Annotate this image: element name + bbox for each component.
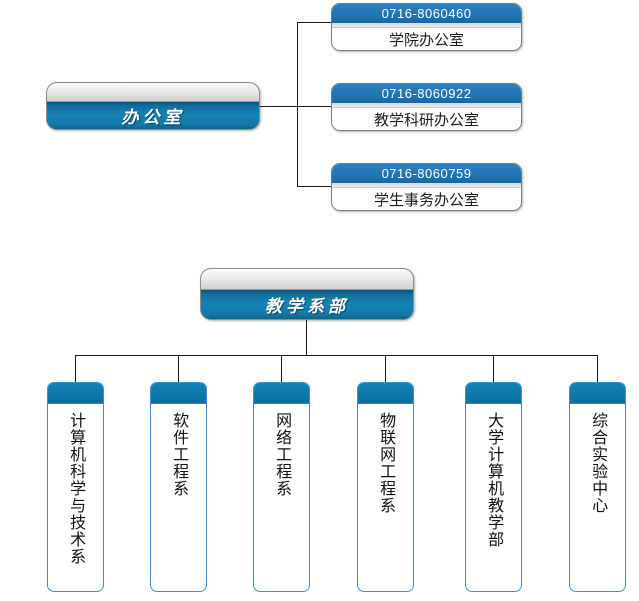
node-office-child-2[interactable]: 0716-8060922 教学科研办公室 [331, 83, 522, 131]
connector-dept-drop-2 [178, 355, 179, 383]
dept-cap-4 [358, 383, 413, 404]
node-office-child-1[interactable]: 0716-8060460 学院办公室 [331, 3, 522, 51]
connector-office-branch-2 [297, 106, 331, 107]
dept-text-wrap-4: 物联网工程系 [358, 403, 413, 591]
node-dept-3[interactable]: 网络工程系 [253, 382, 310, 592]
dept-text-wrap-2: 软件工程系 [151, 403, 206, 591]
node-office-parent[interactable]: 办公室 [46, 82, 260, 130]
node-office-parent-label: 办公室 [121, 107, 185, 127]
dept-text-wrap-3: 网络工程系 [254, 403, 309, 591]
connector-dept-drop-3 [281, 355, 282, 383]
office-name-2: 教学科研办公室 [332, 108, 521, 130]
node-dept-5[interactable]: 大学计算机教学部 [465, 382, 522, 592]
dept-cap-1 [48, 383, 103, 404]
pill-body-2: 教学系部 [201, 290, 413, 319]
node-dept-2[interactable]: 软件工程系 [150, 382, 207, 592]
office-divider-3 [332, 183, 521, 188]
dept-text-wrap-1: 计算机科学与技术系 [48, 403, 103, 591]
node-dept-2-label: 软件工程系 [170, 412, 188, 497]
connector-dept-drop-4 [385, 355, 386, 383]
connector-dept-drop-5 [493, 355, 494, 383]
office-phone-1: 0716-8060460 [332, 4, 521, 23]
connector-office-parent-stub [260, 106, 298, 107]
office-phone-3: 0716-8060759 [332, 164, 521, 183]
office-phone-2: 0716-8060922 [332, 84, 521, 103]
connector-dept-drop-6 [597, 355, 598, 383]
pill-top-highlight [47, 83, 259, 103]
connector-office-spine [297, 22, 298, 186]
node-dept-1-label: 计算机科学与技术系 [67, 412, 85, 565]
dept-cap-2 [151, 383, 206, 404]
node-dept-6[interactable]: 综合实验中心 [569, 382, 626, 592]
node-dept-1[interactable]: 计算机科学与技术系 [47, 382, 104, 592]
connector-teaching-drop [306, 320, 307, 355]
node-dept-5-label: 大学计算机教学部 [485, 412, 503, 548]
node-dept-4-label: 物联网工程系 [377, 412, 395, 514]
office-name-1: 学院办公室 [332, 28, 521, 50]
node-office-child-3[interactable]: 0716-8060759 学生事务办公室 [331, 163, 522, 211]
office-name-3: 学生事务办公室 [332, 188, 521, 210]
dept-text-wrap-6: 综合实验中心 [570, 403, 625, 591]
node-dept-4[interactable]: 物联网工程系 [357, 382, 414, 592]
node-teaching-parent-label: 教学系部 [265, 296, 349, 316]
node-dept-6-label: 综合实验中心 [589, 412, 607, 514]
dept-cap-5 [466, 383, 521, 404]
node-dept-3-label: 网络工程系 [273, 412, 291, 497]
pill-top-highlight-2 [201, 269, 413, 290]
node-teaching-parent[interactable]: 教学系部 [200, 268, 414, 320]
dept-text-wrap-5: 大学计算机教学部 [466, 403, 521, 591]
connector-office-branch-3 [297, 186, 331, 187]
pill-body: 办公室 [47, 102, 259, 129]
dept-cap-3 [254, 383, 309, 404]
dept-cap-6 [570, 383, 625, 404]
office-divider-2 [332, 103, 521, 108]
office-divider-1 [332, 23, 521, 28]
connector-teaching-bus [75, 355, 597, 356]
connector-office-branch-1 [297, 22, 331, 23]
connector-dept-drop-1 [75, 355, 76, 383]
